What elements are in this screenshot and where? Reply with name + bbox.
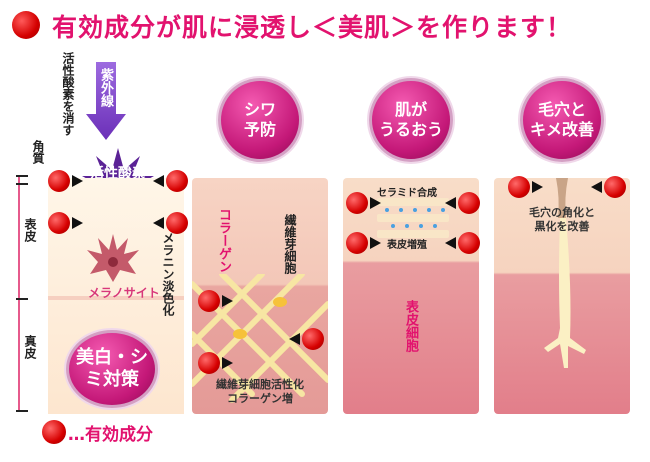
panel2-caption: 繊維芽細胞活性化 コラーゲン増 — [192, 378, 328, 406]
label-epidermis-growth: 表皮増殖 — [387, 240, 427, 251]
active-ingredient-dot — [458, 232, 480, 254]
label-fibroblast: 繊維芽細胞 — [283, 214, 297, 274]
title-dot-icon — [12, 11, 40, 39]
arrow-icon — [222, 357, 233, 369]
pore-hair-icon — [544, 178, 586, 368]
active-ingredient-dot — [166, 212, 188, 234]
active-ingredient-dot — [508, 176, 530, 198]
active-ingredient-dot — [346, 232, 368, 254]
caption-line: 毛穴の角化と — [529, 206, 595, 219]
active-ingredient-dot — [198, 352, 220, 374]
panel-shiwa: コラーゲン 繊維芽細胞 繊維芽細胞活性化 コラーゲン増 — [192, 178, 328, 414]
ruler-tick — [16, 183, 28, 185]
badge-line: 毛穴と — [537, 100, 586, 119]
panel-keana: 毛穴の角化と 黒化を改善 — [494, 178, 630, 414]
ruler-tick — [16, 175, 28, 177]
badge-shiwa: シワ 予防 — [218, 78, 302, 162]
active-ingredient-dot — [198, 290, 220, 312]
badge-uruoi: 肌が うるおう — [369, 78, 453, 162]
ruler-tick — [16, 298, 28, 300]
arrow-icon — [222, 295, 233, 307]
badge-bihaku: 美白・シミ対策 — [66, 330, 158, 408]
panel4-caption: 毛穴の角化と 黒化を改善 — [494, 206, 630, 234]
active-ingredient-dot — [48, 212, 70, 234]
label-melanocyte: メラノサイト — [88, 286, 160, 300]
active-ingredient-dot — [604, 176, 626, 198]
badge-line: シワ — [243, 100, 276, 119]
arrow-icon — [591, 181, 602, 193]
label-collagen: コラーゲン — [216, 208, 231, 273]
badge-line: うるおう — [378, 120, 443, 139]
arrow-icon — [72, 217, 83, 229]
arrow-icon — [445, 197, 456, 209]
caption-line: 黒化を改善 — [534, 220, 590, 233]
active-ingredient-dot — [48, 170, 70, 192]
arrow-icon — [153, 175, 164, 187]
label-shigaisen: 紫外線 — [98, 68, 113, 107]
legend-text: …有効成分 — [68, 425, 153, 445]
caption-line: コラーゲン増 — [227, 392, 293, 405]
ceramide-layers-icon — [377, 198, 449, 238]
active-ingredient-dot — [458, 192, 480, 214]
label-ceramide: セラミド合成 — [377, 188, 437, 199]
arrow-icon — [532, 181, 543, 193]
label-melanin: メラニン淡色化 — [161, 232, 175, 316]
arrow-icon — [370, 197, 381, 209]
legend-dot-icon — [42, 420, 66, 444]
arrow-icon — [445, 237, 456, 249]
skin-depth-ruler — [18, 175, 28, 410]
label-epidermal-cell: 表皮細胞 — [403, 300, 418, 352]
badge-text: 美白・シミ対策 — [76, 347, 148, 390]
label-hyohi: 表皮 — [23, 218, 37, 242]
melanocyte-icon — [84, 228, 142, 284]
badge-line: キメ改善 — [529, 120, 594, 139]
active-ingredient-dot — [166, 170, 188, 192]
label-shinpi: 真皮 — [23, 335, 37, 359]
arrow-icon — [153, 217, 164, 229]
arrow-icon — [72, 175, 83, 187]
page-title: 有効成分が肌に浸透し＜美肌＞を作ります！ — [52, 13, 573, 42]
caption-line: 繊維芽細胞活性化 — [216, 378, 304, 391]
label-kasseisanso-keshi: 活性酸素を消す — [61, 52, 75, 136]
active-ingredient-dot — [302, 328, 324, 350]
badge-line: 肌が — [394, 100, 427, 119]
badge-line: 予防 — [243, 120, 276, 139]
uv-arrow-icon — [86, 62, 126, 140]
badge-keana: 毛穴と キメ改善 — [520, 78, 604, 162]
arrow-icon — [289, 333, 300, 345]
label-kakushitsu: 角質 — [31, 140, 45, 164]
arrow-icon — [370, 237, 381, 249]
active-ingredient-dot — [346, 192, 368, 214]
panel-uruoi: セラミド合成 表皮増殖 表皮細胞 — [343, 178, 479, 414]
ruler-tick — [16, 410, 28, 412]
